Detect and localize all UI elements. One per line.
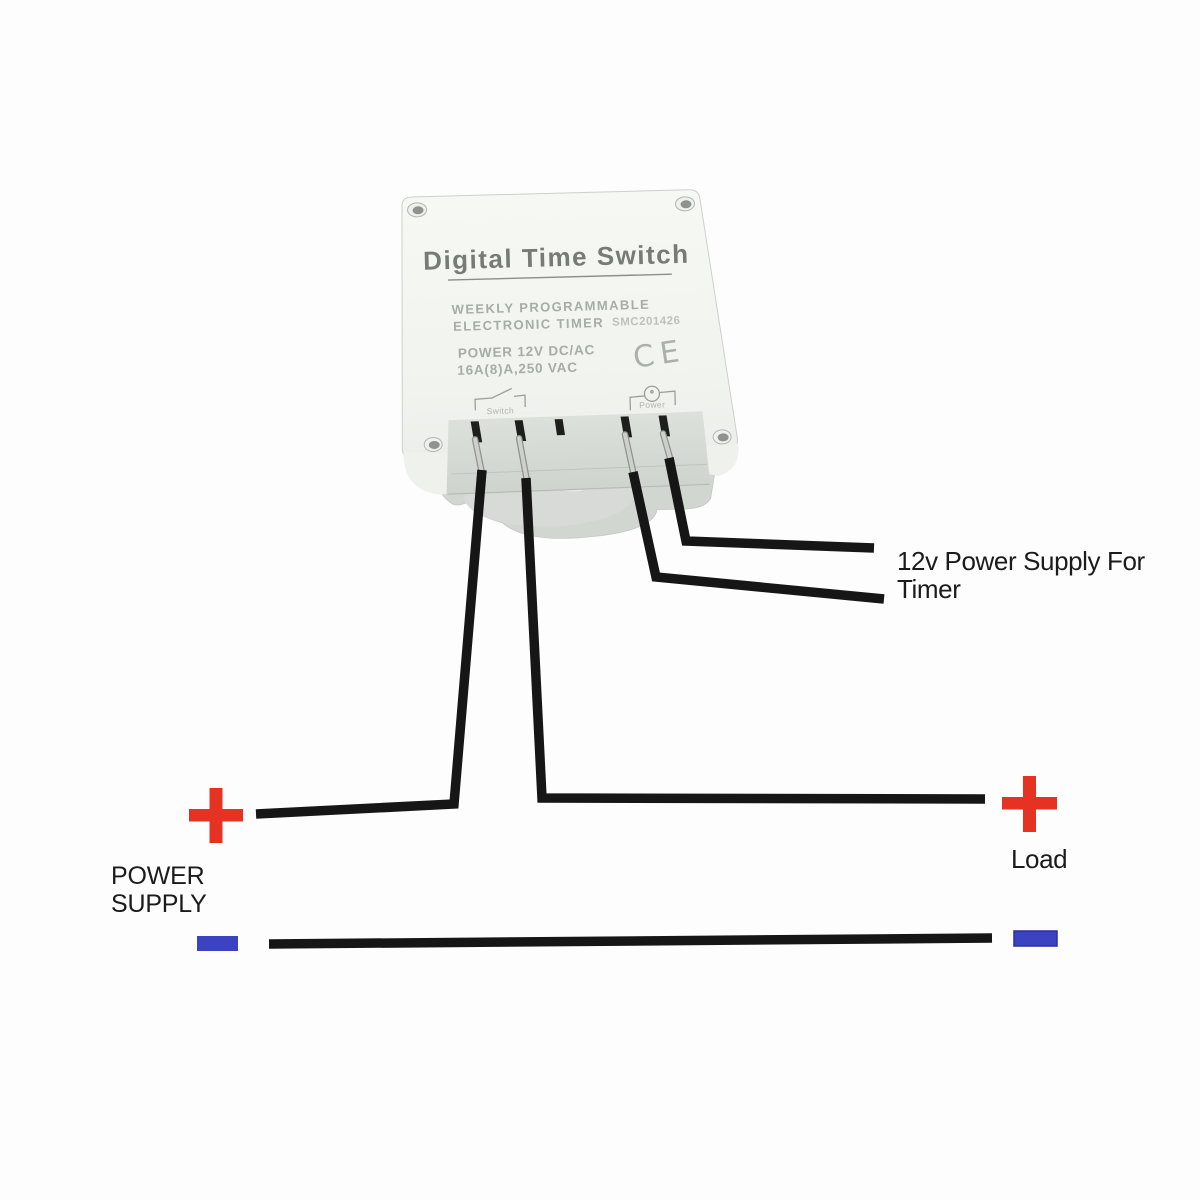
terminal-pin-2-shine xyxy=(517,436,530,485)
power-terminal-label: Power xyxy=(639,399,665,410)
panel-corner-flap-right xyxy=(701,443,739,477)
device-title: Digital Time Switch xyxy=(423,239,690,276)
power-supply-label-line1: POWER xyxy=(111,862,204,890)
device-rating-line1: POWER 12V DC/AC xyxy=(458,342,596,361)
positive-symbol-power-supply xyxy=(189,788,243,843)
power-supply-label-line2: SUPPLY xyxy=(111,890,207,918)
device-print-text: WEEKLY PROGRAMMABLE ELECTRONIC TIMER SMC… xyxy=(451,297,688,416)
wire-supply-negative-to-load-negative xyxy=(268,933,993,949)
terminal-symbols xyxy=(474,385,676,411)
terminal-pin-1-shine xyxy=(473,437,484,476)
terminal-ledge-bottom-edge xyxy=(447,483,710,495)
screw-hole-top-right xyxy=(675,196,695,212)
terminal-ledge xyxy=(446,410,711,496)
wires xyxy=(255,457,993,949)
wire-switch2-to-load-positive xyxy=(521,477,986,804)
wire-power-terminal-to-timer-supply-lower xyxy=(628,470,885,604)
power-symbol-icon xyxy=(629,385,676,411)
positive-symbol-load xyxy=(1002,776,1057,832)
wire-switch1-to-supply-positive xyxy=(255,469,487,819)
device-title-underline xyxy=(447,273,672,281)
screw-hole-top-left xyxy=(407,202,428,218)
negative-symbol-power-supply xyxy=(197,936,238,951)
switch-terminal-label: Switch xyxy=(487,405,515,416)
device-subtitle-line1: WEEKLY PROGRAMMABLE xyxy=(451,297,650,317)
wire-power-terminal-to-timer-supply-upper xyxy=(664,457,875,553)
terminal-ledge-seam xyxy=(450,463,707,475)
load-label: Load xyxy=(1011,844,1067,874)
screw-hole-bottom-left xyxy=(423,436,443,452)
device-subtitle-line2: ELECTRONIC TIMER xyxy=(453,315,604,334)
timer-supply-label-line2: Timer xyxy=(897,574,961,604)
terminal-pin-5-shine xyxy=(661,431,673,463)
terminal-pins xyxy=(471,430,674,486)
annotation-labels: 12v Power Supply For Timer POWER SUPPLY … xyxy=(111,546,1146,918)
device-rating-line2: 16A(8)A,250 VAC xyxy=(457,360,578,378)
negative-symbol-load xyxy=(1013,930,1058,947)
panel-corner-flap-left xyxy=(403,452,452,495)
device-model-number: SMC201426 xyxy=(612,315,681,329)
timer-device: Digital Time Switch WEEKLY PROGRAMMABLE … xyxy=(401,189,739,539)
timer-supply-label-line1: 12v Power Supply For xyxy=(897,546,1146,576)
terminal-ledge-top-edge xyxy=(448,409,703,421)
terminal-slot-3-empty xyxy=(554,419,566,436)
screw-hole-bottom-right xyxy=(712,429,732,445)
terminal-pin-4-shine xyxy=(623,432,637,479)
ce-mark: CE xyxy=(631,334,688,376)
switch-symbol-icon xyxy=(474,387,526,411)
